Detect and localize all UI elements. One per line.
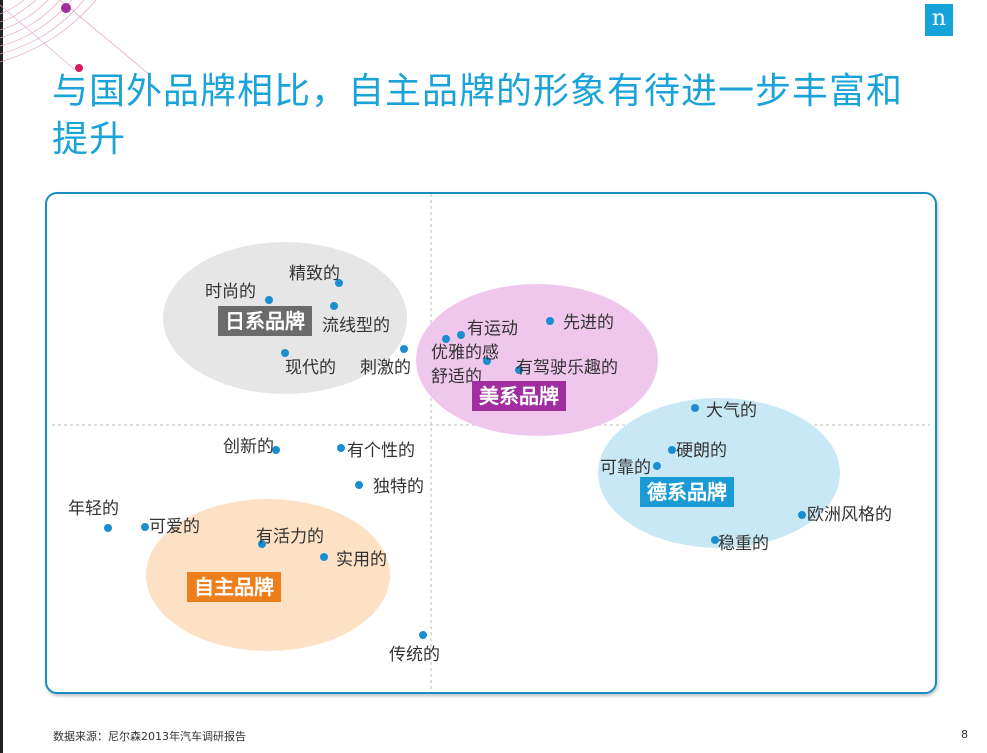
attr-label-keai: 可爱的: [149, 517, 200, 537]
page-number: 8: [961, 728, 968, 741]
dot-xiandai: [281, 349, 289, 357]
group-tag-german: 德系品牌: [640, 477, 734, 507]
attr-label-chuantong: 传统的: [389, 645, 440, 665]
attr-label-shiyong: 实用的: [336, 550, 387, 570]
dot-nianqing: [104, 524, 112, 532]
dot-jingzhi: [335, 279, 343, 287]
perception-map-frame: [45, 192, 937, 694]
group-tag-domestic: 自主品牌: [187, 572, 281, 602]
attr-label-jingzhi: 精致的: [289, 264, 340, 284]
data-source-note: 数据来源：尼尔森2013年汽车调研报告: [53, 730, 246, 743]
left-edge-line: [0, 0, 3, 753]
dot-wenzhong: [711, 536, 719, 544]
dot-huoli: [258, 540, 266, 548]
dot-youyundong: [457, 331, 465, 339]
attr-label-huoli: 有活力的: [256, 527, 324, 547]
dot-ciji: [400, 345, 408, 353]
attr-label-daqi: 大气的: [706, 401, 757, 421]
dot-ouzhou: [798, 511, 806, 519]
attr-label-xiandai: 现代的: [285, 358, 336, 378]
attr-label-kekao: 可靠的: [600, 458, 651, 478]
dot-gexing: [337, 444, 345, 452]
attr-label-gexing: 有个性的: [347, 441, 415, 461]
attr-label-ciji: 刺激的: [360, 358, 411, 378]
attr-label-shishang: 时尚的: [205, 282, 256, 302]
page-title: 与国外品牌相比，自主品牌的形象有待进一步丰富和提升: [52, 71, 904, 160]
dot-keai: [141, 523, 149, 531]
attr-label-dute: 独特的: [373, 477, 424, 497]
german-brand-bubble: [598, 398, 840, 548]
dot-youya: [483, 357, 491, 365]
dot-chuantong: [419, 631, 427, 639]
attr-label-yinglang: 硬朗的: [676, 441, 727, 461]
dot-xianjin: [546, 317, 554, 325]
attr-label-chuangxin: 创新的: [223, 437, 274, 457]
group-tag-japan: 日系品牌: [218, 306, 312, 336]
dot-kekao: [653, 462, 661, 470]
attr-label-wenzhong: 稳重的: [718, 534, 769, 554]
dot-shishang: [265, 296, 273, 304]
deco-dot-purple: [61, 3, 71, 13]
attr-label-jiashi: 有驾驶乐趣的: [516, 358, 618, 378]
dot-chuangxin: [272, 446, 280, 454]
deco-dot-red: [75, 64, 83, 72]
attr-label-nianqing: 年轻的: [68, 499, 119, 519]
group-tag-us: 美系品牌: [472, 381, 566, 411]
dot-jiashi: [515, 366, 523, 374]
dot-dute: [355, 481, 363, 489]
decorative-lines: [0, 0, 151, 76]
nielsen-logo: n: [925, 4, 953, 36]
dot-daqi: [691, 404, 699, 412]
attr-label-shushi: 舒适的: [431, 367, 482, 387]
attr-label-youya: 优雅的感: [431, 343, 499, 363]
attr-label-liuxianxing: 流线型的: [322, 316, 390, 336]
dot-liuxianxing: [330, 302, 338, 310]
dot-shushi: [442, 335, 450, 343]
attr-label-xianjin: 先进的: [563, 313, 614, 333]
dot-shiyong: [320, 553, 328, 561]
attr-label-youyundong: 有运动: [467, 319, 518, 339]
dot-yinglang: [668, 446, 676, 454]
attr-label-ouzhou: 欧洲风格的: [807, 505, 892, 525]
